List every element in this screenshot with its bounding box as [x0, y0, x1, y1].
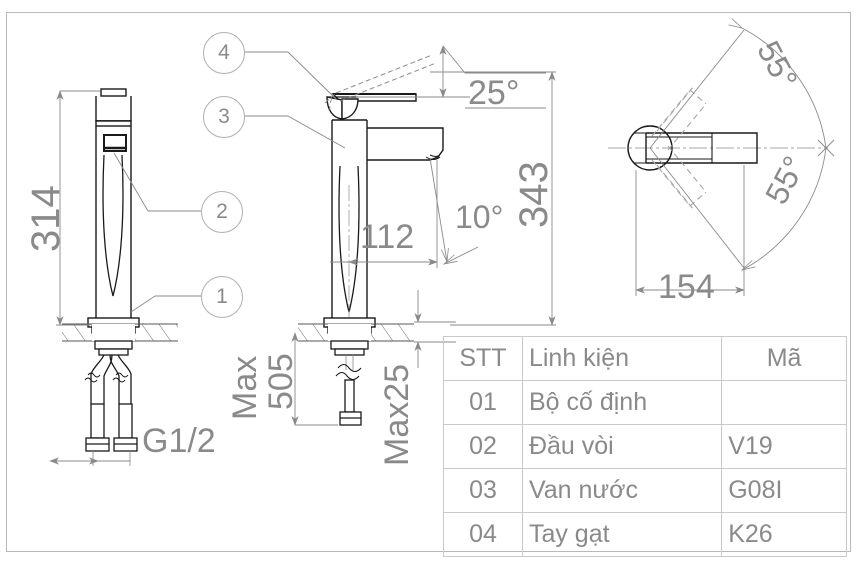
table-row: 02 Đầu vòi V19	[443, 424, 847, 469]
balloon-1[interactable]: 1	[201, 276, 243, 318]
header-stt: STT	[443, 336, 523, 381]
dim-max-label: Max	[226, 355, 264, 420]
header-component: Linh kiện	[521, 336, 723, 381]
row-component: Van nước	[521, 468, 723, 513]
table-row: 03 Van nước G08I	[443, 468, 847, 513]
header-code: Mã	[721, 336, 847, 381]
row-stt: 03	[443, 468, 523, 513]
dim-112-label: 112	[360, 218, 415, 256]
dim-314	[56, 90, 100, 326]
dim-10deg-label: 10°	[455, 199, 504, 235]
table-row: 04 Tay gạt K26	[443, 512, 847, 557]
dim-505	[291, 332, 338, 426]
row-component: Bộ cố định	[521, 380, 723, 425]
parts-table: STT Linh kiện Mã 01 Bộ cố định 02 Đầu vò…	[443, 336, 847, 557]
dim-25deg-label: 25°	[468, 74, 520, 112]
row-code	[721, 380, 847, 425]
table-header-row: STT Linh kiện Mã	[443, 336, 847, 381]
dim-154	[635, 165, 745, 296]
balloon-3[interactable]: 3	[203, 96, 245, 138]
dim-314-label: 314	[24, 185, 68, 252]
table-row: 01 Bộ cố định	[443, 380, 847, 425]
left-elevation-view	[87, 88, 140, 334]
row-component: Đầu vòi	[521, 424, 723, 469]
center-underdeck-assembly	[330, 340, 369, 426]
dim-343-label: 343	[512, 161, 556, 228]
dim-505-label: 505	[262, 353, 300, 410]
center-balloon-leaders	[243, 51, 346, 149]
row-code: G08I	[721, 468, 847, 513]
balloon-2[interactable]: 2	[201, 191, 243, 233]
row-stt: 01	[443, 380, 523, 425]
dim-10deg	[429, 157, 479, 264]
left-balloon-leaders	[113, 152, 201, 313]
dim-343	[430, 71, 556, 326]
dim-112	[330, 160, 438, 268]
dim-swivel	[649, 28, 835, 270]
sheet-border	[6, 12, 851, 552]
row-code: K26	[721, 512, 847, 557]
row-component: Tay gạt	[521, 512, 723, 557]
row-code: V19	[721, 424, 847, 469]
balloon-4[interactable]: 4	[203, 32, 245, 74]
row-stt: 02	[443, 424, 523, 469]
dim-max25-label: Max25	[378, 363, 416, 466]
left-underdeck-assembly	[84, 340, 138, 466]
row-stt: 04	[443, 512, 523, 557]
dim-g12-label: G1/2	[142, 422, 216, 460]
center-deck-hatch	[298, 323, 414, 342]
dim-154-label: 154	[658, 268, 715, 306]
left-deck-hatch	[62, 323, 178, 342]
dim-25deg	[356, 45, 546, 109]
top-view-swivel-ghosts	[651, 85, 707, 211]
